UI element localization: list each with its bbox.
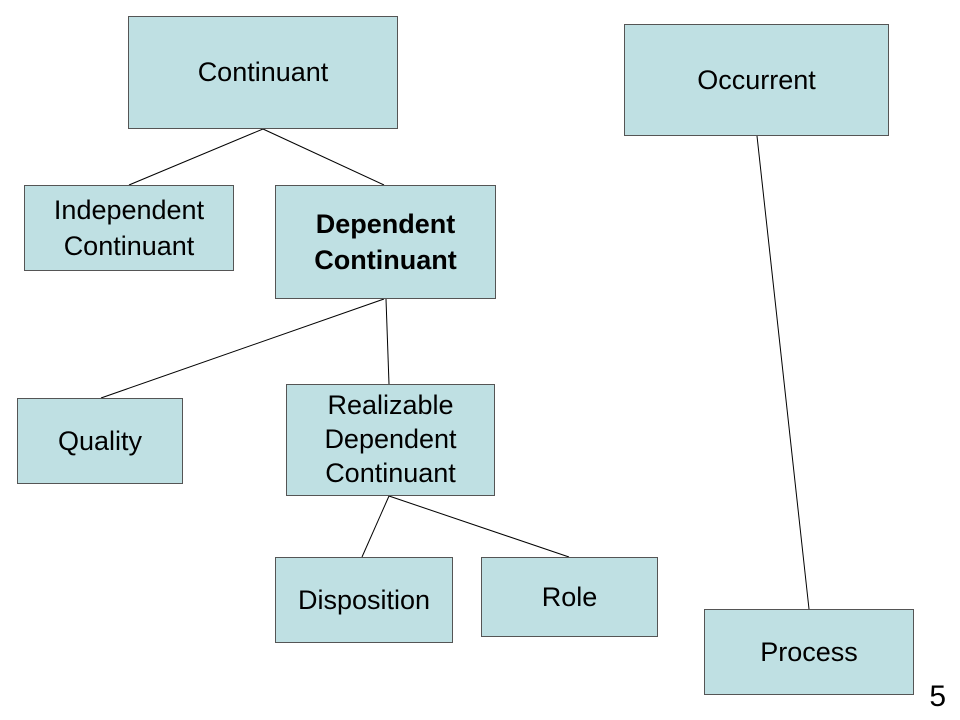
edge-occurrent-process [756,135,810,610]
edge-dependent-continuant-quality [100,298,385,399]
edge-continuant-dependent-continuant [262,128,385,186]
edge-dependent-continuant-realizable [385,298,390,385]
node-role-label: Role [541,581,598,612]
node-dependent-continuant: Dependent Continuant [275,185,496,299]
edge-continuant-independent-continuant [128,128,264,186]
node-process-label: Process [760,636,858,667]
node-occurrent-label: Occurrent [697,64,816,95]
node-occurrent: Occurrent [624,24,889,136]
node-disposition: Disposition [275,557,453,643]
node-realizable-dependent-continuant: Realizable Dependent Continuant [286,384,495,496]
edge-realizable-role [388,495,570,558]
node-realizable-dependent-continuant-label: Realizable Dependent Continuant [324,390,457,488]
page-number: 5 [929,680,946,713]
node-dependent-continuant-label: Dependent Continuant [314,208,457,275]
node-quality: Quality [17,398,183,484]
node-disposition-label: Disposition [297,584,431,615]
node-quality-label: Quality [57,425,143,456]
node-continuant: Continuant [128,16,398,129]
node-independent-continuant-label: Independent Continuant [53,194,205,261]
node-independent-continuant: Independent Continuant [24,185,234,271]
edge-realizable-disposition [361,495,390,558]
node-role: Role [481,557,658,637]
node-continuant-label: Continuant [197,57,329,88]
node-process: Process [704,609,914,695]
